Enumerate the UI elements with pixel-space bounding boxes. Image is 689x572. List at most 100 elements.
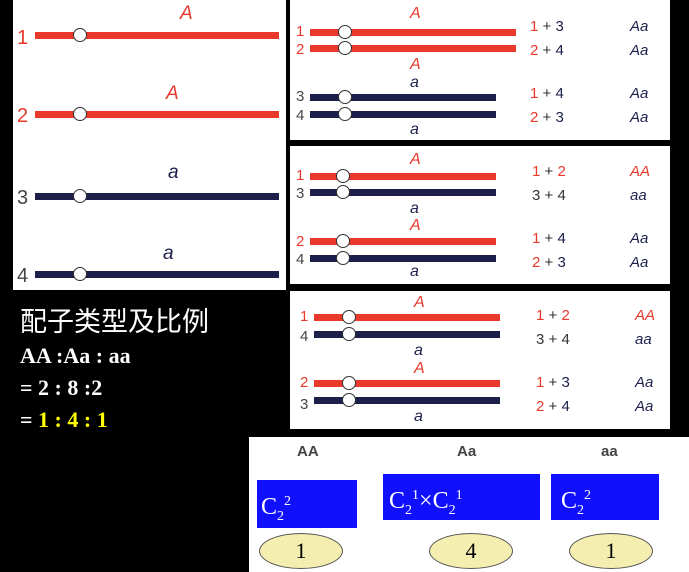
chromosome-2	[35, 111, 279, 118]
centromere	[73, 189, 87, 203]
ratio-line-1: AA :Aa : aa	[20, 343, 131, 368]
genotype-label: Aa	[635, 374, 654, 391]
centromere	[336, 234, 350, 248]
chromosome	[310, 189, 496, 196]
chromosome-number: 1	[296, 167, 305, 184]
chromosome	[314, 397, 500, 404]
centromere	[336, 169, 350, 183]
allele-label: A	[410, 56, 421, 73]
allele-label: A	[414, 294, 425, 311]
chromosome	[314, 314, 500, 321]
chromosome	[310, 111, 496, 118]
ratio-result: 1 : 4 : 1	[38, 407, 108, 432]
count-oval-AA: 1	[259, 533, 343, 569]
chromosome	[310, 238, 496, 245]
centromere	[342, 393, 356, 407]
centromere	[338, 107, 352, 121]
chromosome-panel-main: A 1 A 2 a 3 a 4	[13, 0, 286, 290]
combination: 2 + 4	[536, 398, 570, 415]
chromosome	[310, 255, 496, 262]
chromosome-number: 2	[17, 105, 29, 127]
chromosome-number: 3	[296, 185, 305, 202]
header-Aa: Aa	[457, 443, 477, 460]
combination-formula-aa: C22	[551, 474, 659, 520]
chromosome-number: 4	[17, 265, 29, 287]
chromosome-number: 1	[296, 23, 305, 40]
chromosome	[314, 331, 500, 338]
genotype-label: AA	[630, 163, 651, 180]
combination-formula-AA: C22	[257, 480, 357, 528]
chromosome-3	[35, 193, 279, 200]
allele-label: a	[410, 121, 419, 138]
genotype-label: Aa	[630, 254, 649, 271]
ratio-title: 配子类型及比例	[20, 307, 209, 338]
combination: 2 + 4	[530, 42, 564, 59]
allele-label: A	[410, 217, 421, 234]
allele-label: a	[410, 200, 419, 217]
allele-label: A	[410, 5, 421, 22]
combination: 1 + 3	[530, 18, 564, 35]
centromere	[73, 107, 87, 121]
genotype-label: Aa	[635, 398, 654, 415]
genotype-label: Aa	[630, 230, 649, 247]
ratio-line-2: = 2 : 8 :2	[20, 375, 103, 400]
centromere	[338, 41, 352, 55]
header-aa: aa	[601, 443, 618, 460]
chromosome-1	[35, 32, 279, 39]
chromosome-number: 4	[296, 107, 305, 124]
centromere	[342, 310, 356, 324]
centromere	[73, 28, 87, 42]
genotype-label: AA	[635, 307, 656, 324]
pairing-panel-3: A 1 4 a A 2 3 a 1 + 2 3 + 4 1 + 3 2 + 4 …	[290, 291, 670, 429]
genotype-label: aa	[630, 187, 647, 204]
chromosome-number: 4	[300, 328, 309, 345]
chromosome-4	[35, 271, 279, 278]
genotype-label: Aa	[630, 18, 649, 35]
chromosome-number: 2	[300, 374, 309, 391]
centromere	[336, 185, 350, 199]
pairing-panel-2: A 1 3 a A 2 4 a 1 + 2 3 + 4 1 + 4 2 + 3 …	[290, 146, 670, 284]
combination: 1 + 4	[532, 230, 566, 247]
allele-label: a	[414, 342, 423, 359]
chromosome	[314, 380, 500, 387]
chromosome-number: 3	[296, 88, 305, 105]
combination: 2 + 3	[532, 254, 566, 271]
centromere	[342, 376, 356, 390]
allele-label: A	[166, 83, 179, 104]
chromosome-number: 2	[296, 41, 305, 58]
chromosome-number: 1	[300, 308, 309, 325]
genotype-label: aa	[635, 331, 652, 348]
allele-label: a	[168, 162, 179, 183]
genotype-label: Aa	[630, 42, 649, 59]
header-AA: AA	[297, 443, 319, 460]
gamete-ratio-text: 配子类型及比例 AA :Aa : aa = 2 : 8 :2 = 1 : 4 :…	[20, 306, 209, 436]
centromere	[336, 251, 350, 265]
genotype-label: Aa	[630, 85, 649, 102]
chromosome-number: 3	[300, 396, 309, 413]
combination: 3 + 4	[536, 331, 570, 348]
allele-label: a	[410, 74, 419, 91]
chromosome	[310, 173, 496, 180]
allele-label: A	[410, 151, 421, 168]
count-oval-Aa: 4	[429, 533, 513, 569]
genotype-label: Aa	[630, 109, 649, 126]
chromosome-number: 4	[296, 251, 305, 268]
allele-label: A	[414, 360, 425, 377]
chromosome	[310, 45, 516, 52]
combination-calc-panel: AA Aa aa C22 C21×C21 C22 1 4 1	[249, 437, 689, 572]
centromere	[73, 267, 87, 281]
chromosome-number: 1	[17, 27, 29, 49]
chromosome-number: 2	[296, 233, 305, 250]
combination-formula-Aa: C21×C21	[383, 474, 540, 520]
pairing-panel-1: A 1 2 A a 3 4 a 1 + 3 2 + 4 1 + 4 2 + 3 …	[290, 0, 670, 140]
combination: 1 + 2	[532, 163, 566, 180]
count-oval-aa: 1	[569, 533, 653, 569]
allele-label: a	[410, 263, 419, 280]
combination: 3 + 4	[532, 187, 566, 204]
combination: 1 + 2	[536, 307, 570, 324]
chromosome-number: 3	[17, 187, 29, 209]
allele-label: a	[163, 243, 174, 264]
centromere	[342, 327, 356, 341]
centromere	[338, 25, 352, 39]
combination: 1 + 3	[536, 374, 570, 391]
